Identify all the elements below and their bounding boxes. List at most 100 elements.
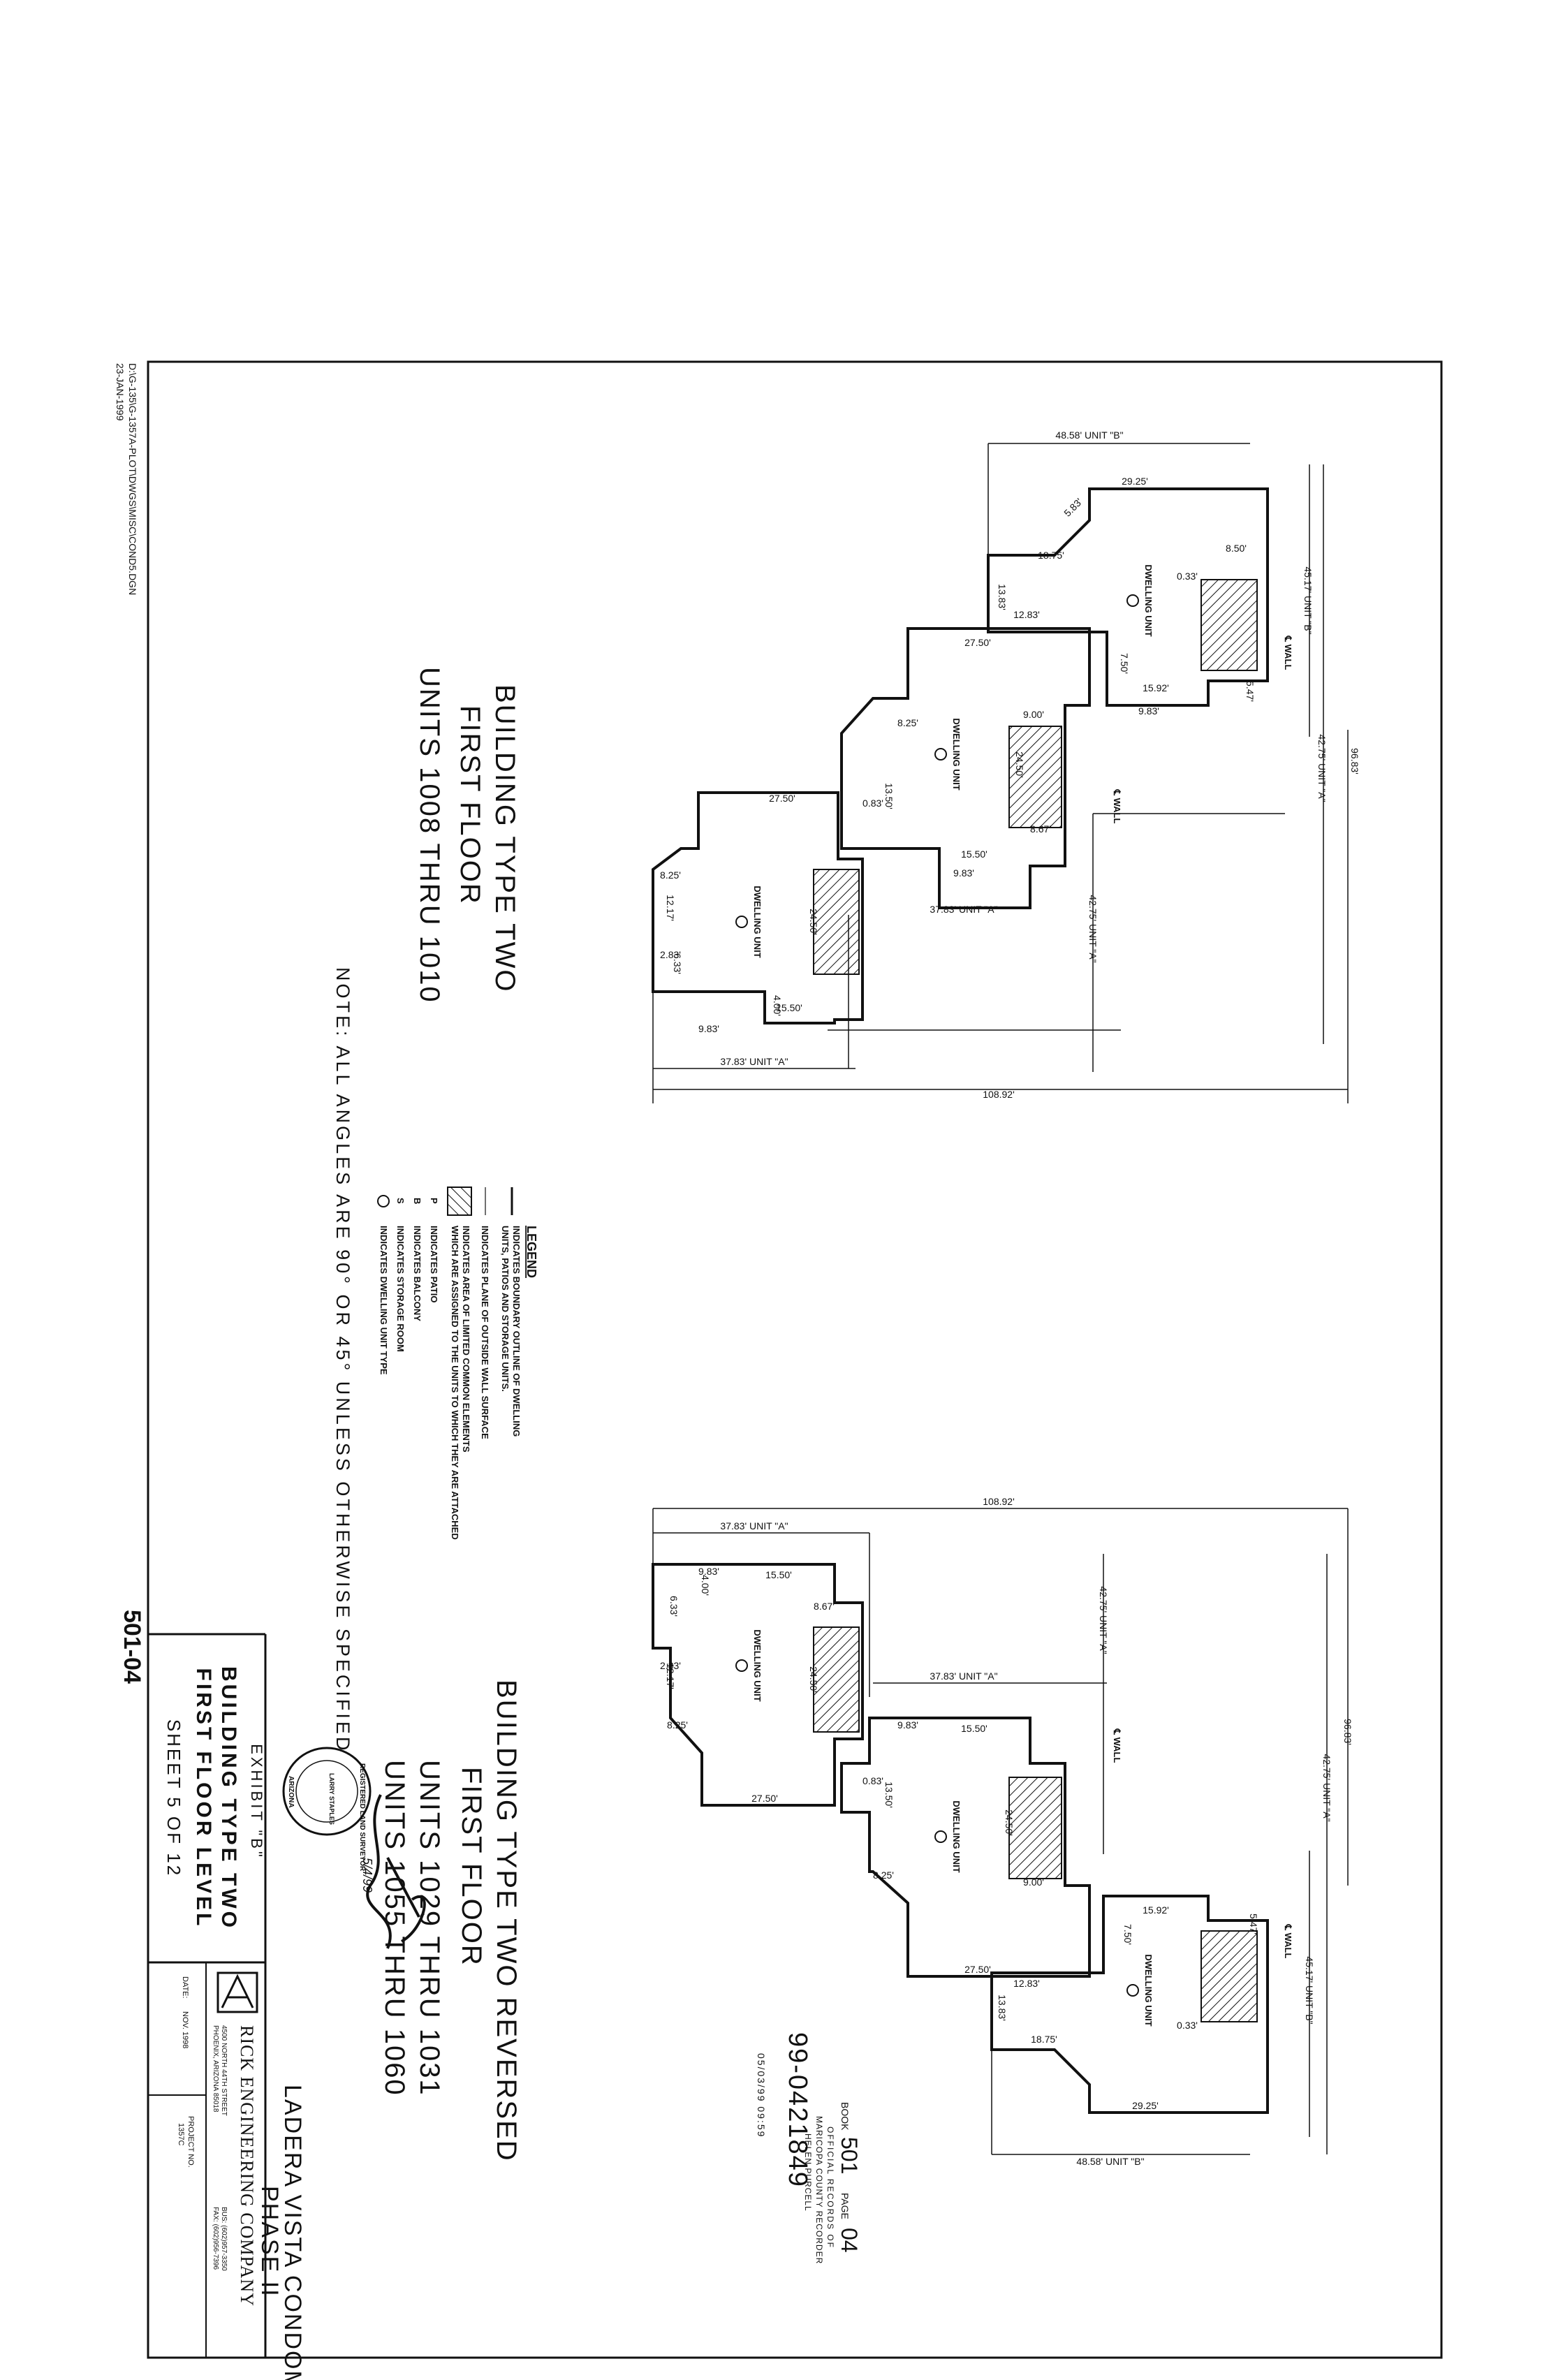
top-plan-subtitle: FIRST FLOOR xyxy=(455,705,485,905)
dim-label: 18.75' xyxy=(1031,2034,1057,2045)
dim-label: 15.50' xyxy=(961,1723,987,1734)
dim-label: 8.67' xyxy=(814,1601,835,1612)
dim-label: 15.50' xyxy=(776,1002,802,1013)
sheet-border xyxy=(147,360,1443,2359)
dim-label: 13.50' xyxy=(883,783,895,809)
dim-label: 0.83' xyxy=(862,1775,883,1786)
dim-label: 24.50' xyxy=(808,909,819,935)
dwelling-unit-label: DWELLING UNIT xyxy=(951,1800,962,1872)
bottom-plan-title: BUILDING TYPE TWO REVERSED xyxy=(491,1680,522,2162)
dim-label: 12.17' xyxy=(665,1663,676,1689)
title-block-line2: FIRST FLOOR LEVEL xyxy=(192,1668,215,1929)
dim-label: 15.92' xyxy=(1143,1904,1169,1916)
dim-label: 9.83' xyxy=(1138,705,1159,717)
project-number-label: PROJECT NO. xyxy=(186,2116,195,2168)
unit-type-a-icon xyxy=(934,748,947,761)
legend: LEGEND INDICATES BOUNDARY OUTLINE OF DWE… xyxy=(377,1187,538,1540)
page-number: 04 xyxy=(837,2228,862,2253)
top-unit-b-outline xyxy=(987,487,1269,707)
recording-time: 05/03/99 09:59 xyxy=(756,2053,767,2138)
top-unit-a2-outline xyxy=(652,791,864,1024)
dim-label: 27.50' xyxy=(751,1793,778,1804)
project-phase: PHASE II xyxy=(256,2186,283,2298)
bottom-plan-subtitle: FIRST FLOOR xyxy=(456,1767,487,1967)
bottom-unit-a1-limited-common xyxy=(813,1626,860,1733)
top-floor-plan: 48.58' UNIT "B" 96.83' 45.17' UNIT "B" 4… xyxy=(652,429,1360,1103)
dim-label: 12.83' xyxy=(1013,1978,1040,1989)
book-label: BOOK xyxy=(839,2102,851,2131)
dim-label: 8.67' xyxy=(1030,823,1051,835)
dim-label: 48.58' UNIT "B" xyxy=(1076,2156,1144,2167)
company-address: 4500 NORTH 44TH STREET xyxy=(220,2025,228,2116)
top-plan-units: UNITS 1008 THRU 1010 xyxy=(414,667,445,1004)
dim-label: 8.25' xyxy=(660,869,681,881)
date-value: NOV. 1998 xyxy=(181,2011,189,2048)
dim-label: 8.25' xyxy=(873,1870,894,1881)
bottom-unit-b-limited-common xyxy=(1200,1930,1258,2022)
dim-label: 27.50' xyxy=(769,793,795,804)
dim-label: 96.83' xyxy=(1349,748,1360,774)
dim-label: 9.00' xyxy=(1023,1876,1044,1888)
dim-label: 8.50' xyxy=(1226,543,1247,554)
top-unit-a1-outline xyxy=(840,627,1091,909)
top-unit-a2-limited-common xyxy=(813,869,860,975)
bottom-dimension-lines xyxy=(652,1508,1349,2155)
plot-date: 23-JAN-1999 xyxy=(115,363,126,421)
dwelling-unit-label: DWELLING UNIT xyxy=(1143,1954,1154,2026)
unit-type-a-icon xyxy=(735,916,748,928)
company-logo-icon xyxy=(216,1971,258,2013)
dim-label: 15.92' xyxy=(1143,682,1169,693)
dim-label: 5.47' xyxy=(1248,1913,1259,1934)
top-dimension-lines xyxy=(652,443,1349,1103)
project-number: 1357C xyxy=(177,2123,185,2145)
exhibit-label: EXHIBIT "B" xyxy=(248,1744,265,1860)
legend-text: UNITS, PATIOS AND STORAGE UNITS. xyxy=(500,1226,511,1392)
dim-label: 37.83' UNIT "A" xyxy=(930,1670,997,1682)
page-mark: 501-04 xyxy=(119,1610,145,1684)
dim-label: 45.17' UNIT "B" xyxy=(1304,1956,1315,2024)
dim-label: 96.83' xyxy=(1342,1719,1353,1745)
svg-text:LARRY STAPLES: LARRY STAPLES xyxy=(328,1773,335,1825)
dwelling-unit-label: DWELLING UNIT xyxy=(752,1629,763,1701)
svg-text:REGISTERED LAND SURVEYOR: REGISTERED LAND SURVEYOR xyxy=(358,1763,366,1872)
title-block: EXHIBIT "B" BUILDING TYPE TWO FIRST FLOO… xyxy=(148,1633,267,2358)
book-number: 501 xyxy=(837,2137,862,2174)
dim-label: 29.25' xyxy=(1122,476,1148,487)
legend-text: INDICATES PLANE OF OUTSIDE WALL SURFACE xyxy=(480,1226,490,1439)
legend-text: INDICATES AREA OF LIMITED COMMON ELEMENT… xyxy=(461,1226,471,1453)
dim-label: 9.83' xyxy=(698,1023,719,1034)
dim-label: 15.50' xyxy=(765,1569,792,1580)
dim-label: 42.75' UNIT "A" xyxy=(1316,734,1328,802)
bottom-plan-units-2: UNITS 1055 THRU 1060 xyxy=(379,1760,410,2096)
dim-label: 8.25' xyxy=(667,1719,688,1731)
dim-label: 9.83' xyxy=(953,867,974,879)
records-office: MARICOPA COUNTY RECORDER xyxy=(814,2116,824,2264)
dim-label: 9.00' xyxy=(1023,709,1044,720)
dim-label: 24.50' xyxy=(808,1666,819,1693)
dim-label: 42.75' UNIT "A" xyxy=(1321,1754,1332,1821)
seal-date: 5/4/99 xyxy=(360,1858,374,1893)
dim-label: 42.75' UNIT "A" xyxy=(1098,1586,1109,1654)
unit-type-b-icon xyxy=(1126,1984,1139,1997)
bottom-unit-a2-outline xyxy=(840,1717,1091,1978)
dwelling-unit-label: DWELLING UNIT xyxy=(1143,564,1154,636)
records-office: OFFICIAL RECORDS OF xyxy=(825,2126,835,2249)
surveyor-seal: REGISTERED LAND SURVEYOR LARRY STAPLES A… xyxy=(282,1747,372,1872)
company-address: PHOENIX, ARIZONA 85018 xyxy=(212,2025,219,2113)
legend-symbol: P xyxy=(429,1198,439,1204)
dim-label: 7.50' xyxy=(1119,653,1130,674)
unit-type-b-icon xyxy=(1126,594,1139,607)
dim-label: 27.50' xyxy=(964,1964,991,1975)
company-name: RICK ENGINEERING COMPANY xyxy=(237,2025,257,2307)
dim-label: 12.17' xyxy=(665,895,676,921)
dim-label: 108.92' xyxy=(983,1496,1015,1507)
records-office: HELEN PURCELL xyxy=(803,2133,813,2212)
dim-label: 29.25' xyxy=(1132,2100,1159,2111)
legend-text: INDICATES STORAGE ROOM xyxy=(395,1226,406,1352)
dim-label: 42.75' UNIT "A" xyxy=(1087,895,1099,962)
dim-label: 8.25' xyxy=(897,717,918,728)
legend-symbol: S xyxy=(395,1198,406,1204)
dim-label: 6.33' xyxy=(672,953,683,974)
dim-label: 37.83' UNIT "A" xyxy=(720,1520,788,1531)
angles-note: NOTE: ALL ANGLES ARE 90° OR 45° UNLESS O… xyxy=(332,967,353,1753)
